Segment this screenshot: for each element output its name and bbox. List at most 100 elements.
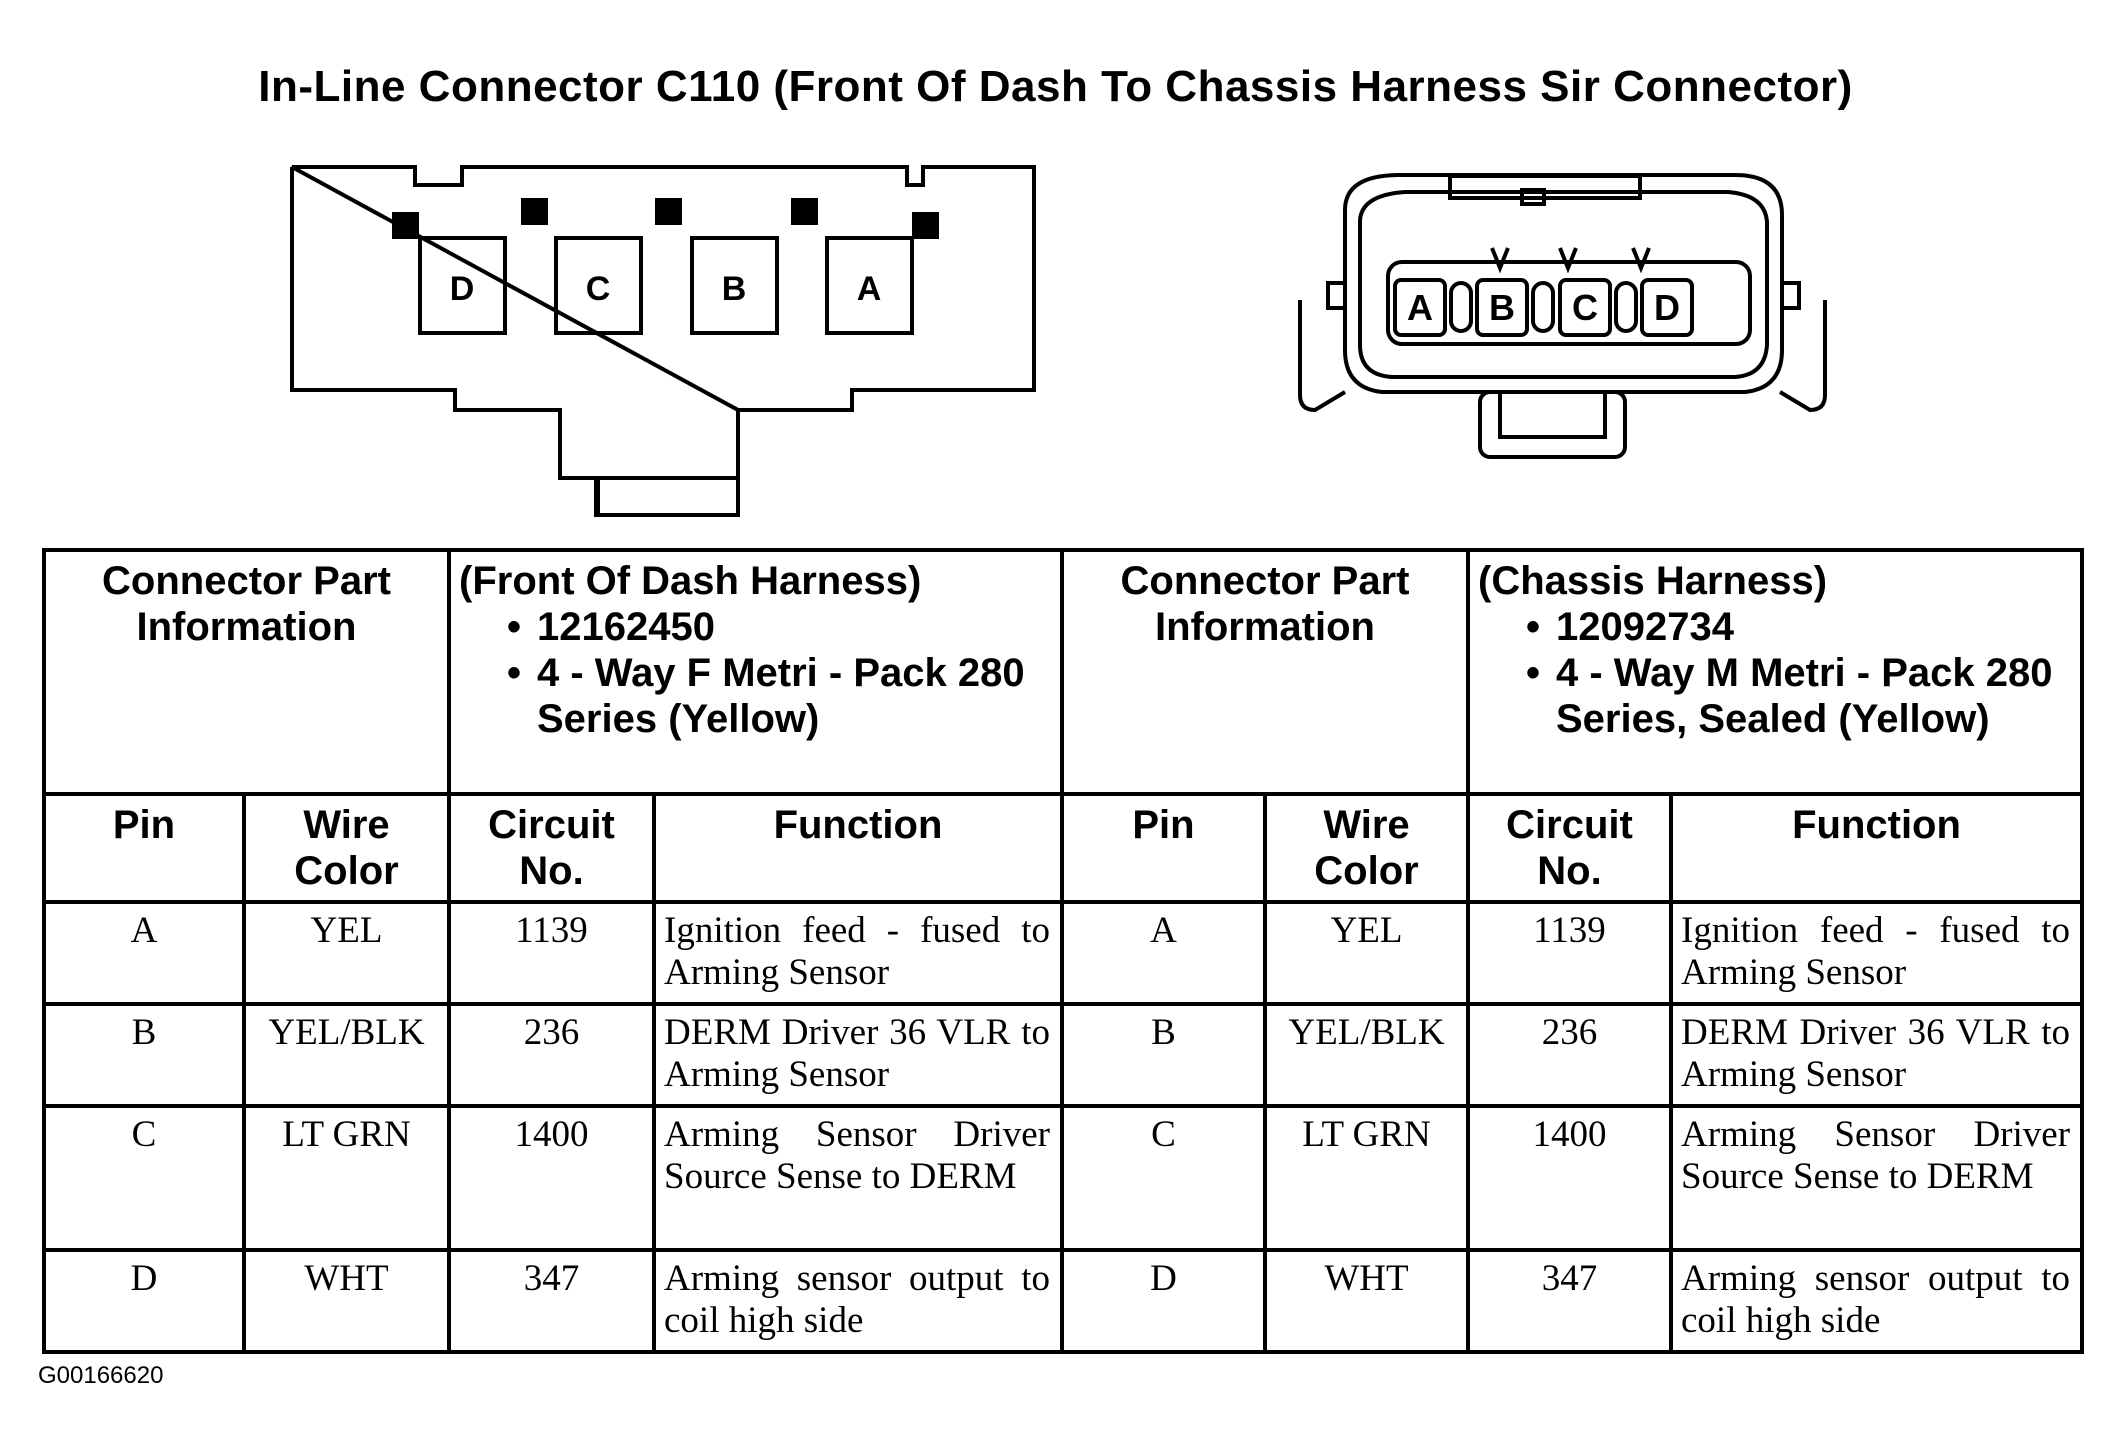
right-pin-label: C <box>1572 287 1598 328</box>
pin-cavity <box>690 236 779 335</box>
circuit-cell: 1400 <box>1466 1104 1673 1252</box>
col-header-circuit: Circuit No. <box>447 792 656 904</box>
harness-name: (Front Of Dash Harness) <box>459 559 922 603</box>
col-header-wire-color: Wire Color <box>1263 792 1470 904</box>
chassis-harness-connector <box>1298 173 1827 459</box>
right-connector-shell <box>1343 173 1784 394</box>
side-lug <box>1780 281 1801 310</box>
circuit-cell: 236 <box>1466 1002 1673 1108</box>
right-connector-bottom-lip <box>1298 300 1347 413</box>
pin-cell: A <box>42 900 246 1006</box>
circuit-cell: 1400 <box>447 1104 656 1252</box>
left-pin-label: C <box>586 270 611 308</box>
harness-name: (Chassis Harness) <box>1478 559 1828 603</box>
right-pin-cells <box>1393 278 1694 337</box>
part-info-row: Connector Part Information (Front Of Das… <box>42 548 2085 796</box>
pin-cell: A <box>1060 900 1267 1006</box>
pin-cell: C <box>1060 1104 1267 1252</box>
right-pin-label: B <box>1489 287 1515 328</box>
latch-square <box>912 212 939 239</box>
pin-cell: B <box>42 1002 246 1108</box>
left-latch-squares <box>392 198 939 239</box>
pin-cell: D <box>1060 1248 1267 1354</box>
col-header-pin: Pin <box>42 792 246 904</box>
right-pin-label: D <box>1654 287 1680 328</box>
pinout-table: Connector Part Information (Front Of Das… <box>42 548 2085 1354</box>
col-header-pin: Pin <box>1060 792 1267 904</box>
latch-square <box>392 212 419 239</box>
latch-square <box>655 198 682 225</box>
function-cell: Arming sensor output to coil high side <box>1668 1248 2085 1354</box>
wire-color-cell: YEL <box>1263 900 1470 1006</box>
part-label-right: Connector Part Information <box>1060 548 1470 796</box>
function-cell: Ignition feed - fused to Arming Sensor <box>652 900 1064 1006</box>
table-row: C LT GRN 1400 Arming Sensor Driver Sourc… <box>42 1104 2085 1252</box>
right-pin-labels: A B C D <box>1407 287 1680 328</box>
right-key-notches <box>1490 247 1651 274</box>
right-side-lugs <box>1326 281 1801 310</box>
part-label-left: Connector Part Information <box>42 548 451 796</box>
column-header-row: Pin Wire Color Circuit No. Function Pin … <box>42 792 2085 904</box>
circuit-cell: 347 <box>447 1248 656 1354</box>
col-header-wire-color: Wire Color <box>242 792 451 904</box>
col-header-function: Function <box>652 792 1064 904</box>
latch-square <box>521 198 548 225</box>
pin-slot <box>1449 281 1473 333</box>
function-cell: Ignition feed - fused to Arming Sensor <box>1668 900 2085 1006</box>
pin-cell <box>1393 278 1447 337</box>
left-connector-outline <box>290 167 1036 517</box>
wire-color-cell: WHT <box>1263 1248 1470 1354</box>
part-description: 4 - Way F Metri - Pack 280 Series (Yello… <box>507 650 1052 742</box>
left-pin-labels: D C B A <box>450 270 882 308</box>
left-pin-label: D <box>450 270 475 308</box>
pin-cell <box>1558 278 1612 337</box>
function-cell: Arming Sensor Driver Source Sense to DER… <box>1668 1104 2085 1252</box>
top-key-tab <box>1520 188 1546 206</box>
front-of-dash-connector <box>290 165 1036 517</box>
latch-square <box>791 198 818 225</box>
circuit-cell: 1139 <box>447 900 656 1006</box>
right-connector-inner-shell <box>1358 190 1769 379</box>
left-pin-label: B <box>722 270 747 308</box>
pin-slot <box>1531 281 1555 333</box>
right-pin-label: A <box>1407 287 1433 328</box>
key-notch <box>1490 247 1510 274</box>
wire-color-cell: LT GRN <box>242 1104 451 1252</box>
diagram-title: In-Line Connector C110 (Front Of Dash To… <box>258 62 1853 111</box>
wire-color-cell: LT GRN <box>1263 1104 1470 1252</box>
pin-cell <box>1475 278 1529 337</box>
wire-color-cell: YEL <box>242 900 451 1006</box>
table-row: D WHT 347 Arming sensor output to coil h… <box>42 1248 2085 1354</box>
circuit-cell: 236 <box>447 1002 656 1108</box>
circuit-cell: 1139 <box>1466 900 1673 1006</box>
table-row: A YEL 1139 Ignition feed - fused to Armi… <box>42 900 2085 1006</box>
pin-cavity <box>825 236 914 335</box>
function-cell: DERM Driver 36 VLR to Arming Sensor <box>1668 1002 2085 1108</box>
pin-cavity <box>418 236 507 335</box>
pin-cavity <box>554 236 643 335</box>
col-header-circuit: Circuit No. <box>1466 792 1673 904</box>
function-cell: Arming sensor output to coil high side <box>652 1248 1064 1354</box>
left-pin-label: A <box>857 270 882 308</box>
part-info-front-of-dash: (Front Of Dash Harness) 12162450 4 - Way… <box>447 548 1064 796</box>
connector-drawings: D C B A A B C D <box>290 165 1827 517</box>
part-number: 12162450 <box>507 604 1052 650</box>
wire-color-cell: WHT <box>242 1248 451 1354</box>
pin-cell: C <box>42 1104 246 1252</box>
pin-cell <box>1640 278 1694 337</box>
wire-color-cell: YEL/BLK <box>1263 1002 1470 1108</box>
col-header-function: Function <box>1668 792 2085 904</box>
left-pin-cavities <box>418 236 914 335</box>
table-row: B YEL/BLK 236 DERM Driver 36 VLR to Armi… <box>42 1002 2085 1108</box>
pin-cell: D <box>42 1248 246 1354</box>
pin-cell: B <box>1060 1002 1267 1108</box>
figure-id: G00166620 <box>38 1362 164 1389</box>
side-lug <box>1326 281 1347 310</box>
right-connector-bottom-lip <box>1778 300 1827 413</box>
key-notch <box>1631 247 1651 274</box>
function-cell: Arming Sensor Driver Source Sense to DER… <box>652 1104 1064 1252</box>
function-cell: DERM Driver 36 VLR to Arming Sensor <box>652 1002 1064 1108</box>
key-notch <box>1558 247 1578 274</box>
circuit-cell: 347 <box>1466 1248 1673 1354</box>
part-info-chassis: (Chassis Harness) 12092734 4 - Way M Met… <box>1465 548 2085 796</box>
